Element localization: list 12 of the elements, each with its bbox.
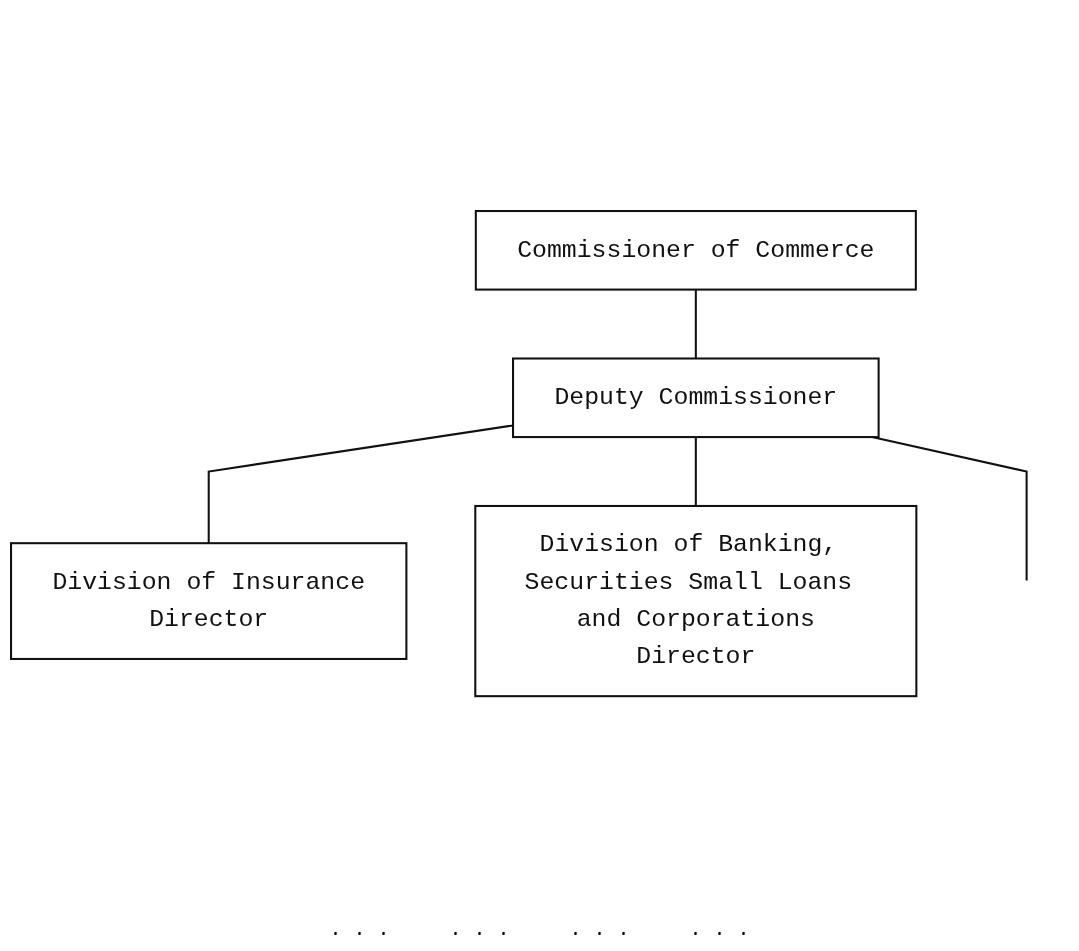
ellipsis-mark: . . . bbox=[449, 918, 510, 941]
connector bbox=[694, 437, 697, 507]
node-box bbox=[10, 542, 408, 661]
ellipsis-mark: . . . bbox=[329, 918, 390, 941]
org-chart: Commissioner of Commerce Deputy Commissioner Division of Insurance Director Division of Banking, Securities Small Loans and Corporations Director bbox=[0, 200, 1079, 708]
ellipsis-mark: . . . bbox=[689, 918, 750, 941]
ellipsis-mark: . . . bbox=[569, 918, 630, 941]
node-box bbox=[474, 505, 918, 698]
connector bbox=[694, 290, 697, 359]
connector bbox=[207, 424, 514, 544]
node-box bbox=[474, 210, 917, 291]
node-box bbox=[512, 357, 880, 439]
